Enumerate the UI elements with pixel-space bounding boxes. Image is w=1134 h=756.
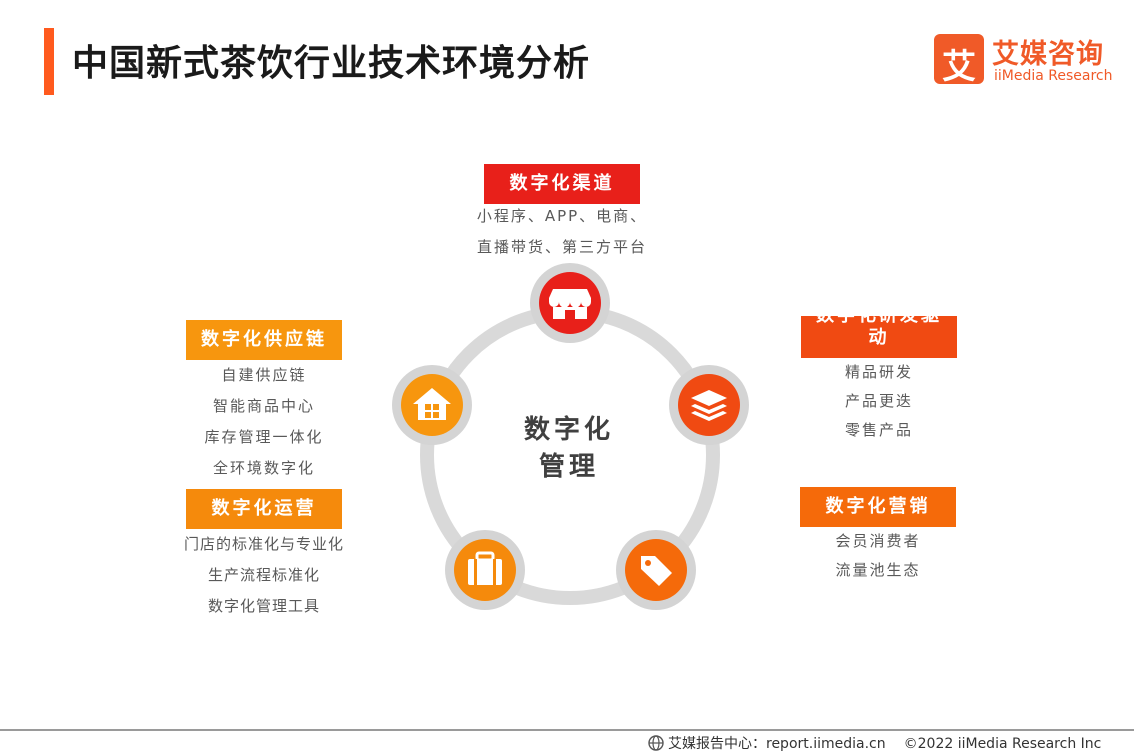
list-operation: 门店的标准化与专业化 生产流程标准化 数字化管理工具 <box>153 529 375 622</box>
list-item: 产品更迭 <box>844 392 913 410</box>
node-marketing[interactable] <box>616 530 696 610</box>
footer: 艾媒报告中心：report.iimedia.cn ©2022 iiMedia Re… <box>648 733 1101 753</box>
list-channel: 小程序、APP、电商、 直播带货、第三方平台 <box>452 201 672 263</box>
list-item: 门店的标准化与专业化 <box>183 535 344 553</box>
node-channel[interactable] <box>530 263 610 343</box>
tag-rd-text: 数字化研发驱动 <box>816 316 939 348</box>
node-supply[interactable] <box>392 365 472 445</box>
page-title: 中国新式茶饮行业技术环境分析 <box>72 43 591 84</box>
list-item: 流量池生态 <box>835 561 921 579</box>
center-label: 数字化 管理 <box>494 412 644 486</box>
list-item: 精品研发 <box>844 363 913 381</box>
layers-icon <box>691 390 727 421</box>
list-item: 直播带货、第三方平台 <box>476 238 647 256</box>
footer-divider <box>0 729 1134 731</box>
brand-logo: 艾 艾媒咨询 iiMedia Research <box>934 34 1124 88</box>
logo-name-cn: 艾媒咨询 <box>992 39 1104 70</box>
price-tag-icon <box>641 556 672 586</box>
tag-supply: 数字化供应链 <box>186 320 342 360</box>
list-rd: 精品研发 产品更迭 零售产品 <box>800 358 958 445</box>
briefcase-icon <box>468 551 502 585</box>
tag-operation: 数字化运营 <box>186 489 342 529</box>
list-marketing: 会员消费者 流量池生态 <box>799 527 957 585</box>
list-supply: 自建供应链 智能商品中心 库存管理一体化 全环境数字化 <box>163 360 365 484</box>
tag-rd: 数字化研发驱动 <box>801 316 957 358</box>
list-item: 全环境数字化 <box>212 459 315 477</box>
list-item: 自建供应链 <box>221 366 307 384</box>
title-accent-bar <box>44 28 54 95</box>
logo-mark-text: 艾 <box>942 47 976 87</box>
tag-channel: 数字化渠道 <box>484 164 640 204</box>
list-item: 智能商品中心 <box>212 397 315 415</box>
footer-site[interactable]: 艾媒报告中心：report.iimedia.cn <box>668 736 886 752</box>
tag-marketing: 数字化营销 <box>800 487 956 527</box>
node-operation[interactable] <box>445 530 525 610</box>
center-label-line1: 数字化 <box>523 415 614 445</box>
home-icon <box>413 388 451 420</box>
list-item: 会员消费者 <box>835 532 921 550</box>
list-item: 零售产品 <box>844 421 913 439</box>
storefront-icon <box>549 289 591 319</box>
center-label-line2: 管理 <box>538 452 599 482</box>
list-item: 数字化管理工具 <box>207 597 320 615</box>
logo-name-en: iiMedia Research <box>994 68 1113 84</box>
node-rd[interactable] <box>669 365 749 445</box>
globe-icon <box>648 735 664 751</box>
logo-mark-icon: 艾 <box>934 34 984 87</box>
list-item: 生产流程标准化 <box>207 566 320 584</box>
list-item: 小程序、APP、电商、 <box>476 207 648 225</box>
footer-copyright: ©2022 iiMedia Research Inc <box>903 736 1102 752</box>
list-item: 库存管理一体化 <box>204 428 324 446</box>
